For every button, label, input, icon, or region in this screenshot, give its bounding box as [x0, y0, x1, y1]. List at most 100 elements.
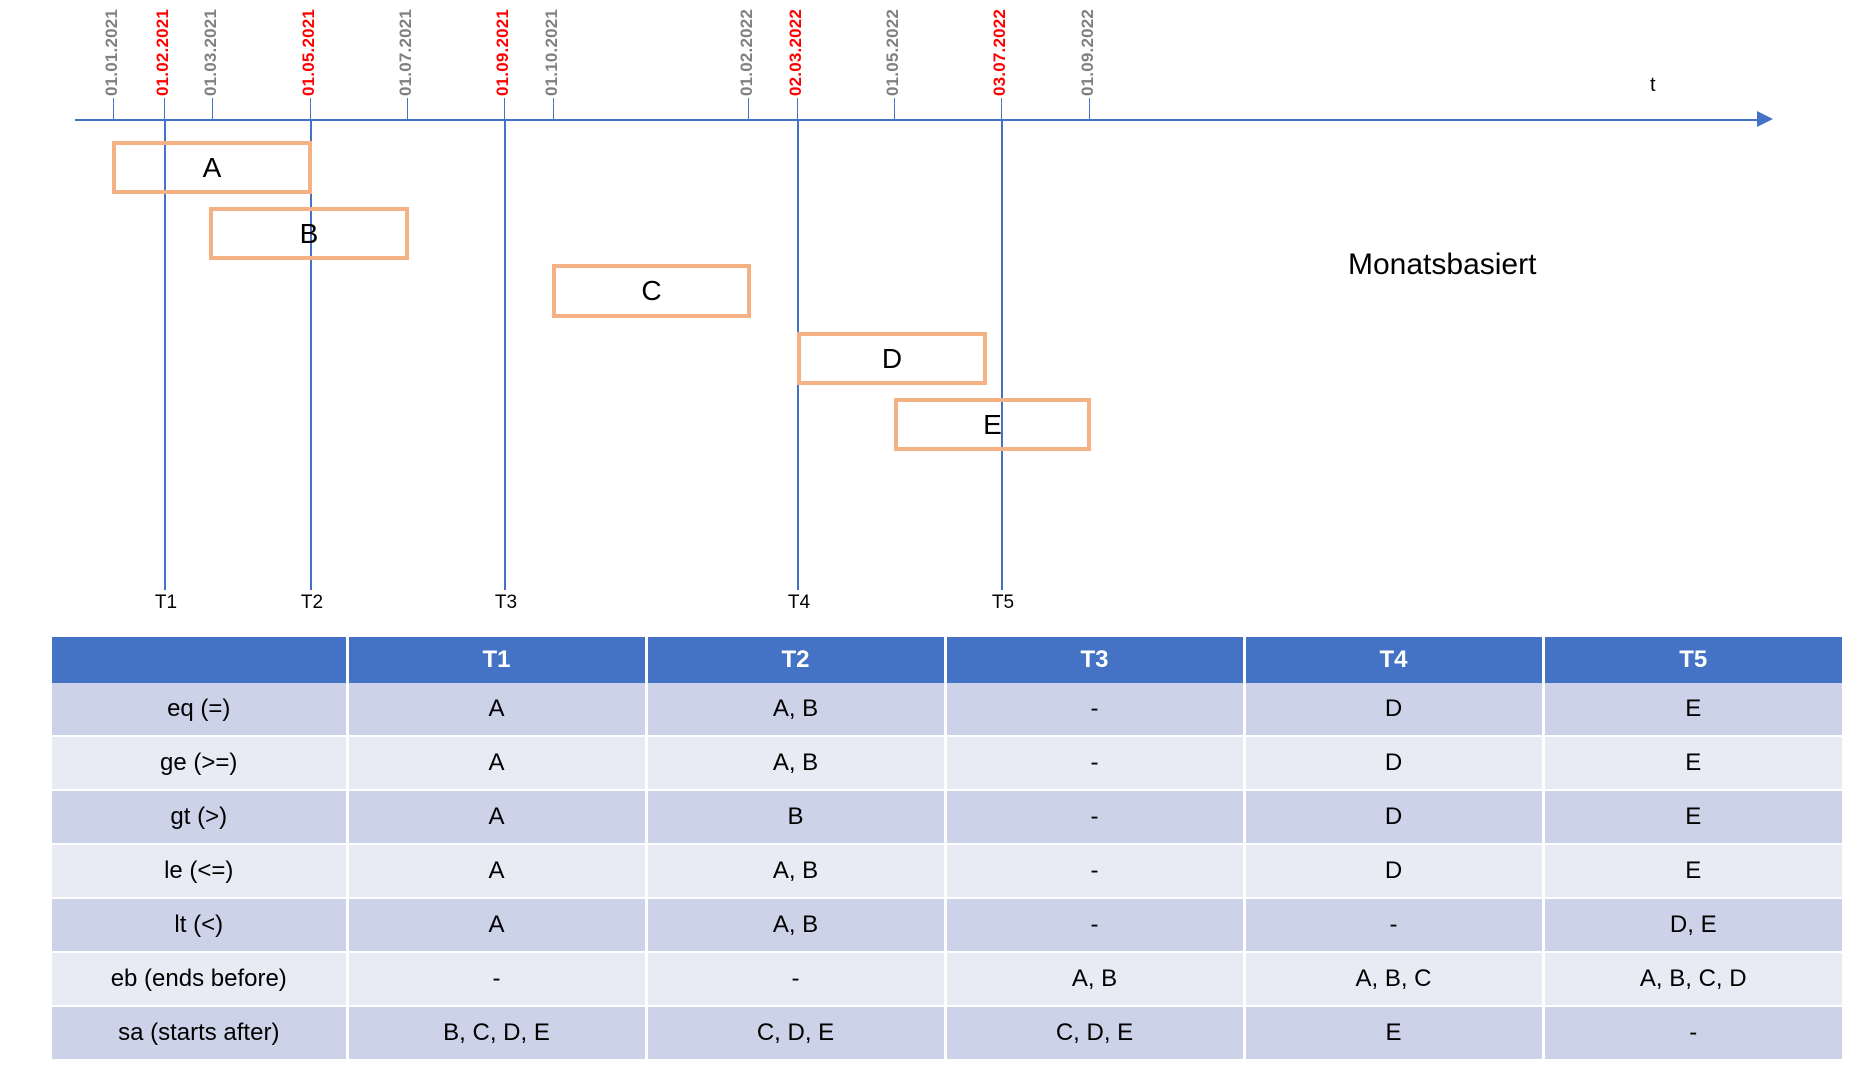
date-tick-mark [553, 98, 554, 119]
task-bar-label: B [299, 217, 319, 249]
time-axis-arrowhead [1757, 111, 1773, 127]
cell-t2: A, B [646, 736, 947, 791]
cell-t1: B, C, D, E [347, 1006, 648, 1059]
timepoint-line-t5 [1001, 120, 1003, 590]
cell-t2: C, D, E [646, 1006, 947, 1059]
column-header-t5: T5 [1543, 637, 1842, 683]
timepoint-label-t3: T3 [494, 592, 518, 613]
date-tick-mark [113, 98, 114, 119]
row-header-operator: eb (ends before) [52, 952, 349, 1007]
cell-t4: D [1244, 844, 1545, 899]
time-axis-variable-label: t [1650, 74, 1656, 96]
column-header-t1: T1 [347, 637, 648, 683]
cell-t1: A [347, 898, 648, 953]
row-header-operator: ge (>=) [52, 736, 349, 791]
date-tick-label: 01.05.2021 [299, 8, 318, 96]
cell-t3: - [945, 844, 1246, 899]
cell-t3: - [945, 736, 1246, 791]
cell-t5: E [1543, 736, 1842, 791]
date-tick-label: 03.07.2022 [990, 8, 1009, 96]
cell-t2: A, B [646, 898, 947, 953]
cell-t5: E [1543, 844, 1842, 899]
date-tick-mark [407, 98, 408, 119]
cell-t5: A, B, C, D [1543, 952, 1842, 1007]
cell-t4: D [1244, 736, 1545, 791]
task-bar-c: C [552, 264, 751, 318]
date-tick-mark [504, 98, 505, 119]
cell-t4: E [1244, 1006, 1545, 1059]
task-bar-d: D [797, 332, 987, 385]
cell-t3: A, B [945, 952, 1246, 1007]
task-bar-a: A [112, 141, 312, 194]
cell-t5: E [1543, 683, 1842, 737]
column-header-t4: T4 [1244, 637, 1545, 683]
table-header: T1 T2 T3 T4 T5 [52, 637, 1842, 683]
date-tick-label: 01.01.2021 [102, 8, 121, 96]
timepoint-line-t3 [504, 120, 506, 590]
time-axis-line [75, 119, 1760, 121]
cell-t4: - [1244, 898, 1545, 953]
task-bar-e: E [894, 398, 1091, 451]
cell-t3: - [945, 683, 1246, 737]
date-tick-mark [164, 98, 165, 119]
cell-t2: A, B [646, 844, 947, 899]
date-tick-label: 01.07.2021 [396, 8, 415, 96]
cell-t1: A [347, 683, 648, 737]
date-tick-mark [1001, 98, 1002, 119]
cell-t1: - [347, 952, 648, 1007]
date-tick-label: 01.02.2022 [737, 8, 756, 96]
cell-t3: C, D, E [945, 1006, 1246, 1059]
date-tick-mark [310, 98, 311, 119]
date-tick-label: 01.03.2021 [201, 8, 220, 96]
cell-t2: B [646, 790, 947, 845]
timepoint-label-t1: T1 [154, 592, 178, 613]
cell-t5: D, E [1543, 898, 1842, 953]
chart-note: Monatsbasiert [1348, 248, 1537, 281]
date-tick-mark [748, 98, 749, 119]
row-header-operator: lt (<) [52, 898, 349, 953]
timepoint-label-t2: T2 [300, 592, 324, 613]
date-tick-label: 01.09.2021 [493, 8, 512, 96]
column-header-t3: T3 [945, 637, 1246, 683]
cell-t2: A, B [646, 683, 947, 737]
cell-t3: - [945, 790, 1246, 845]
task-bar-label: A [202, 151, 222, 183]
timepoint-line-t2 [310, 120, 312, 590]
cell-t1: A [347, 736, 648, 791]
cell-t1: A [347, 790, 648, 845]
task-bar-label: C [641, 275, 662, 306]
task-bar-label: D [881, 342, 903, 374]
cell-t5: - [1543, 1006, 1842, 1059]
cell-t3: - [945, 898, 1246, 953]
row-header-operator: gt (>) [52, 790, 349, 845]
date-tick-mark [894, 98, 895, 119]
cell-t4: D [1244, 790, 1545, 845]
date-tick-label: 01.05.2022 [883, 8, 902, 96]
task-bar-b: B [209, 207, 409, 260]
cell-t4: D [1244, 683, 1545, 737]
table-header-row: T1 T2 T3 T4 T5 [52, 637, 1842, 683]
timepoint-line-t1 [164, 120, 166, 590]
row-header-operator: eq (=) [52, 683, 349, 737]
cell-t5: E [1543, 790, 1842, 845]
cell-t4: A, B, C [1244, 952, 1545, 1007]
timepoint-label-t4: T4 [787, 592, 811, 613]
column-header-t2: T2 [646, 637, 947, 683]
date-tick-mark [212, 98, 213, 119]
date-tick-label: 01.09.2022 [1078, 8, 1097, 96]
task-bar-label: E [983, 408, 1002, 440]
timepoint-label-t5: T5 [991, 592, 1015, 613]
table-corner-cell [52, 637, 349, 683]
cell-t1: A [347, 844, 648, 899]
row-header-operator: le (<=) [52, 844, 349, 899]
